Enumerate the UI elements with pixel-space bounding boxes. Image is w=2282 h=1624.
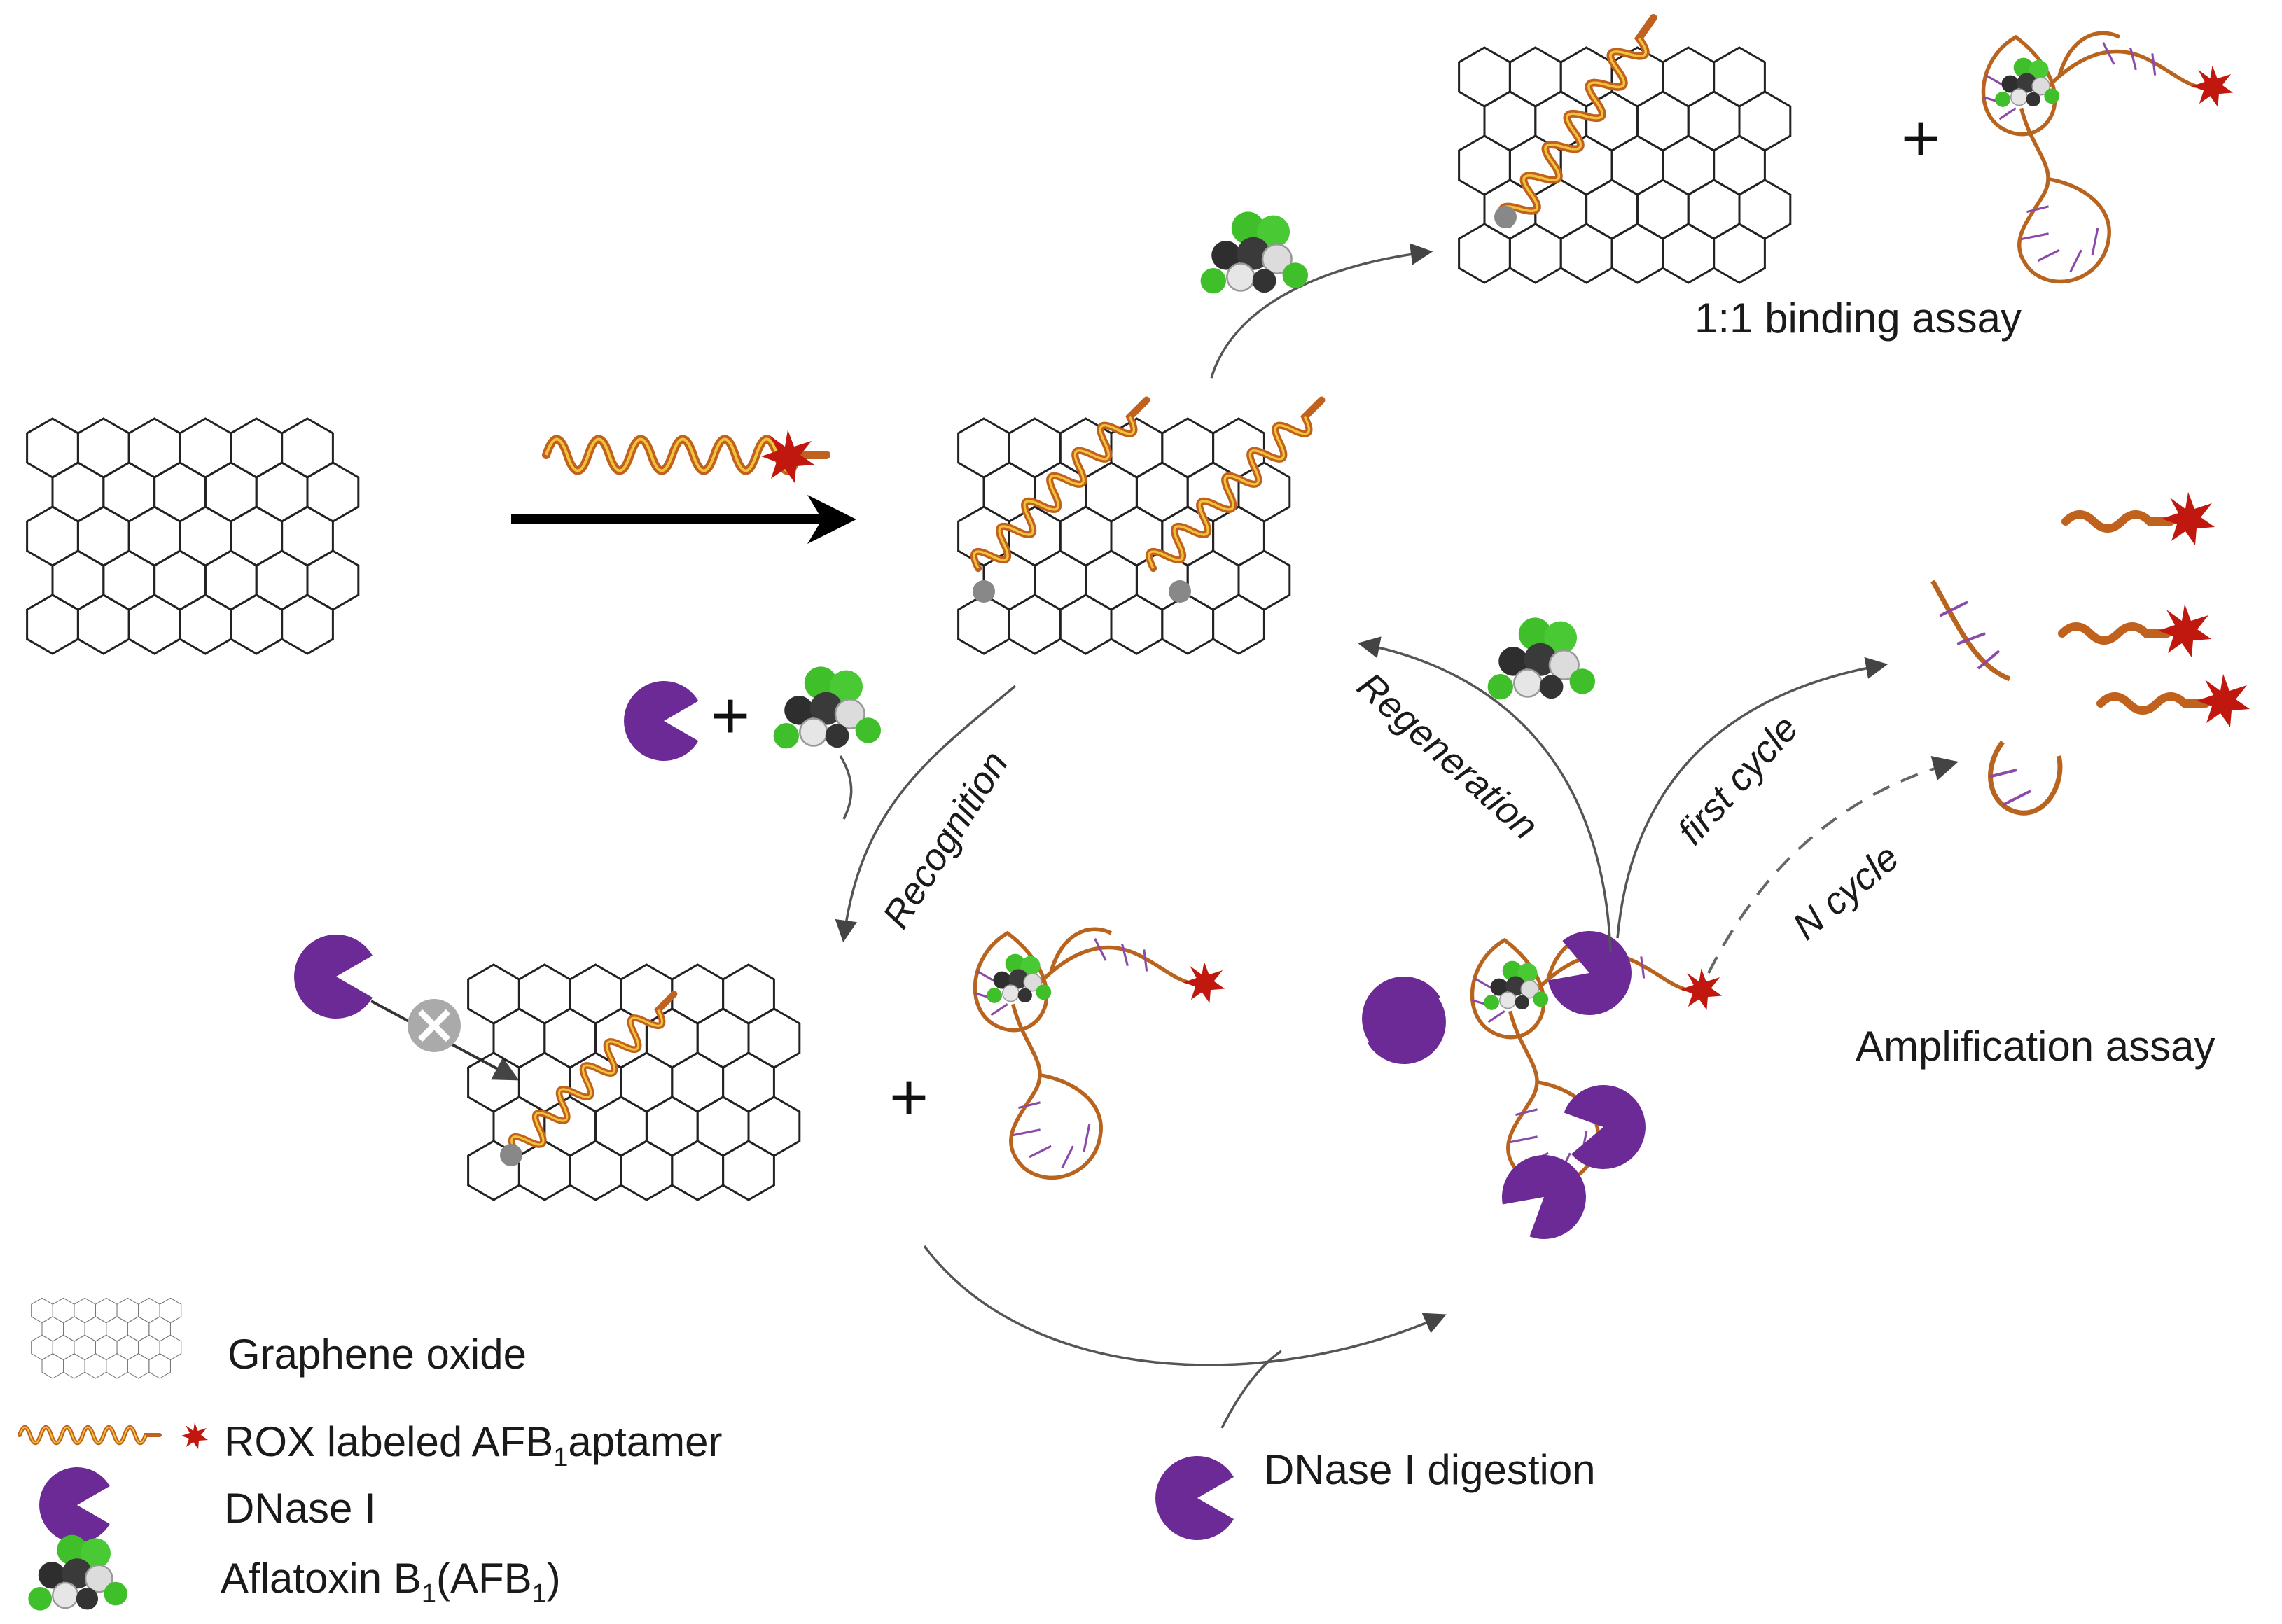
blocked-symbol-icon bbox=[408, 999, 461, 1052]
aptamer-afb-complex bbox=[1983, 33, 2233, 281]
arrow-digestion-inner bbox=[1220, 1350, 1282, 1429]
legend-afb-icon bbox=[27, 1534, 129, 1611]
dnase-pacman-icon bbox=[1155, 1456, 1234, 1540]
label-n-cycle: N cycle bbox=[1785, 836, 1907, 948]
digested-fragments bbox=[1930, 492, 2250, 816]
graphene-aptamer-complex bbox=[959, 391, 1331, 654]
label-binding-assay: 1:1 binding assay bbox=[1695, 295, 2022, 342]
legend-graphene-icon bbox=[31, 1297, 182, 1379]
arrow-n-cycle bbox=[1707, 756, 1959, 974]
label-dnase-digestion: DNase I digestion bbox=[1264, 1446, 1596, 1493]
arrow-recognition-inner bbox=[839, 755, 853, 820]
legend-aptamer-label: ROX labeled AFB1aptamer bbox=[224, 1418, 723, 1472]
legend-graphene-label: Graphene oxide bbox=[228, 1331, 527, 1378]
graphene-after-binding bbox=[1459, 10, 1790, 283]
aflatoxin-molecule-icon bbox=[772, 666, 882, 750]
graphene-sheet-icon bbox=[27, 419, 359, 654]
arrow-recognition bbox=[835, 685, 1017, 943]
legend-dnase-icon bbox=[39, 1467, 110, 1543]
legend-aptamer-icon bbox=[20, 1422, 208, 1449]
label-recognition: Recognition bbox=[875, 744, 1016, 936]
arrow-first-cycle bbox=[1616, 657, 1888, 939]
dnase-pacman-icon bbox=[294, 934, 373, 1018]
legend-dnase-label: DNase I bbox=[224, 1485, 376, 1532]
aptamer-strand-icon bbox=[546, 430, 826, 483]
graphene-one-aptamer bbox=[468, 965, 800, 1200]
aflatoxin-molecule-icon bbox=[1199, 211, 1309, 295]
legend: Graphene oxide ROX labeled AFB1aptamer D… bbox=[20, 1297, 723, 1611]
arrow-regeneration bbox=[1357, 636, 1612, 953]
legend-afb-label: Aflatoxin B1(AFB1) bbox=[221, 1555, 561, 1609]
arrow-digestion bbox=[923, 1245, 1447, 1366]
label-amplification-assay: Amplification assay bbox=[1856, 1023, 2215, 1070]
dnase-pacman-icon bbox=[624, 681, 699, 761]
label-first-cycle: first cycle bbox=[1669, 708, 1806, 853]
aflatoxin-molecule-icon bbox=[1487, 617, 1596, 701]
plus-recognition: + bbox=[711, 678, 750, 753]
plus-binding: + bbox=[1901, 101, 1940, 176]
plus-step3: + bbox=[889, 1060, 928, 1135]
arrow-to-binding bbox=[1210, 243, 1433, 379]
aptamer-afb-complex bbox=[975, 929, 1225, 1177]
